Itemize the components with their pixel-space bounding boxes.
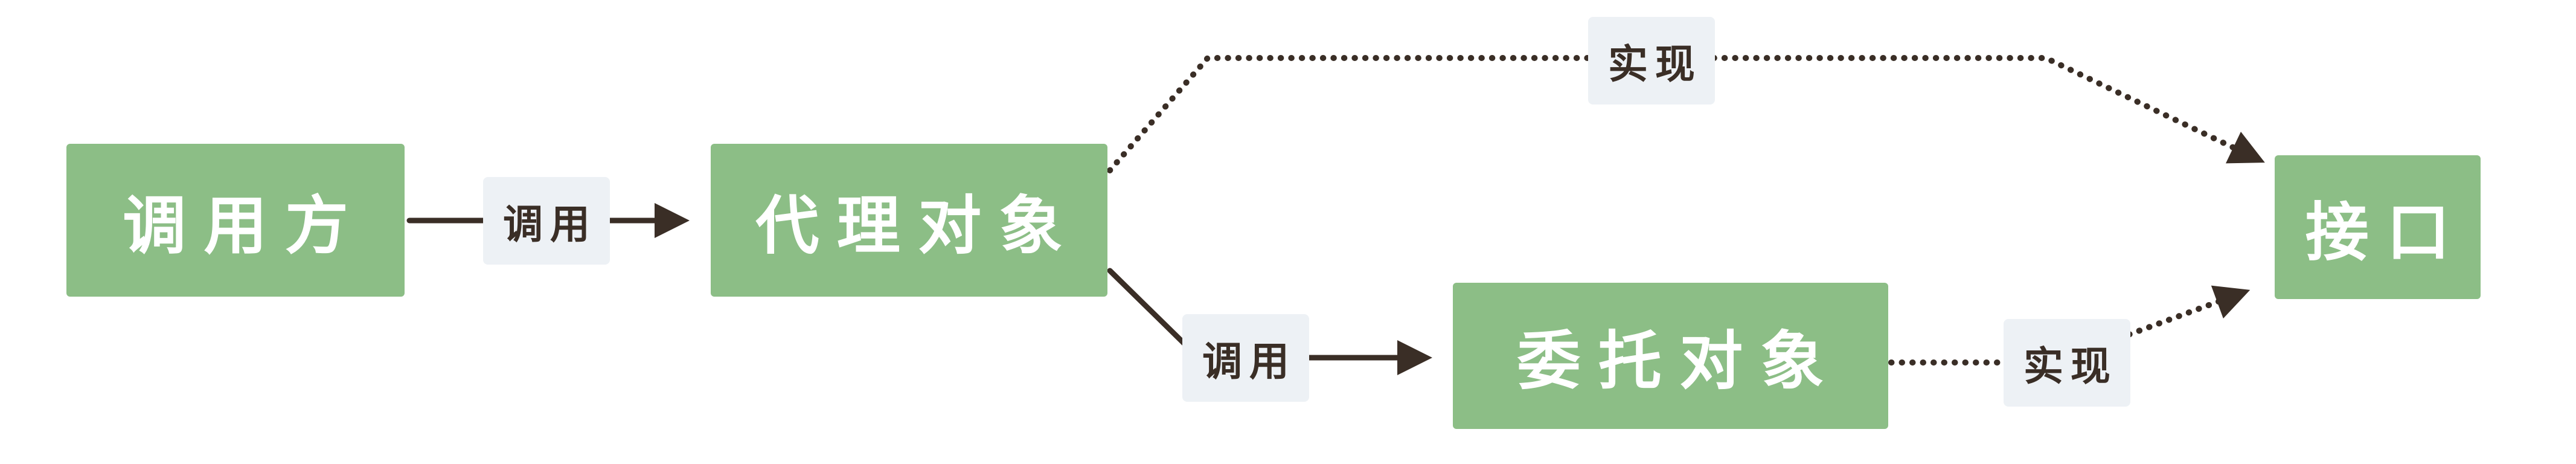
edge-label-implement-delegate-to-interface: 实现 [2004,319,2130,407]
node-caller: 调用方 [66,144,405,297]
edge-label-implement-proxy-to-interface: 实现 [1588,17,1715,105]
edge-label-call-proxy-to-delegate: 调用 [1182,314,1309,402]
node-proxy-object-label: 代理对象 [755,188,1080,263]
node-proxy-object: 代理对象 [711,144,1107,297]
node-caller-label: 调用方 [123,188,367,263]
edge-label-call-1-text: 调用 [503,201,597,248]
edge-label-implement-1-text: 实现 [1608,40,1702,88]
node-delegate-object: 委托对象 [1453,283,1888,429]
node-delegate-object-label: 委托对象 [1517,324,1842,398]
node-interface-label: 接口 [2305,196,2468,269]
edge-label-call-2-text: 调用 [1202,338,1296,385]
edge-label-call-caller-to-proxy: 调用 [483,177,610,265]
node-interface: 接口 [2275,155,2481,299]
edge-label-implement-2-text: 实现 [2023,343,2118,390]
